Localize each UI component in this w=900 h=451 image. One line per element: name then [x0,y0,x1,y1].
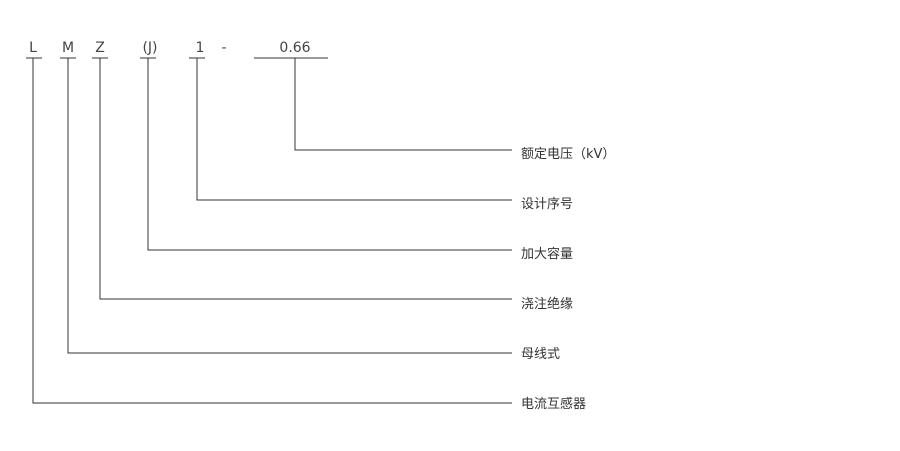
code-letter-j: (J) [142,40,157,56]
code-voltage-value: 0.66 [279,40,310,56]
code-letter-m: M [62,40,74,56]
leader-busbar-type [67,58,512,354]
code-letter-l: L [29,40,37,56]
label-increased-capacity: 加大容量 [521,246,573,262]
leader-design-number [196,58,512,201]
leader-voltage [294,58,512,151]
code-digit-1: 1 [196,40,205,56]
code-hyphen: - [221,40,226,56]
label-cast-insulation: 浇注绝缘 [521,296,573,312]
label-current-transformer: 电流互感器 [521,396,586,412]
leader-current-transformer [32,58,512,404]
code-letter-z: Z [95,40,105,56]
segment-labels: 额定电压（kV） 设计序号 加大容量 浇注绝缘 母线式 电流互感器 [521,147,615,412]
leader-cast-insulation [99,58,512,300]
model-code: L M Z (J) 1 - 0.66 [29,40,311,56]
label-design-number: 设计序号 [521,197,573,212]
label-rated-voltage: 额定电压（kV） [521,147,615,162]
leader-lines [32,58,512,404]
label-busbar-type: 母线式 [521,347,560,362]
leader-increased-capacity [147,58,512,251]
